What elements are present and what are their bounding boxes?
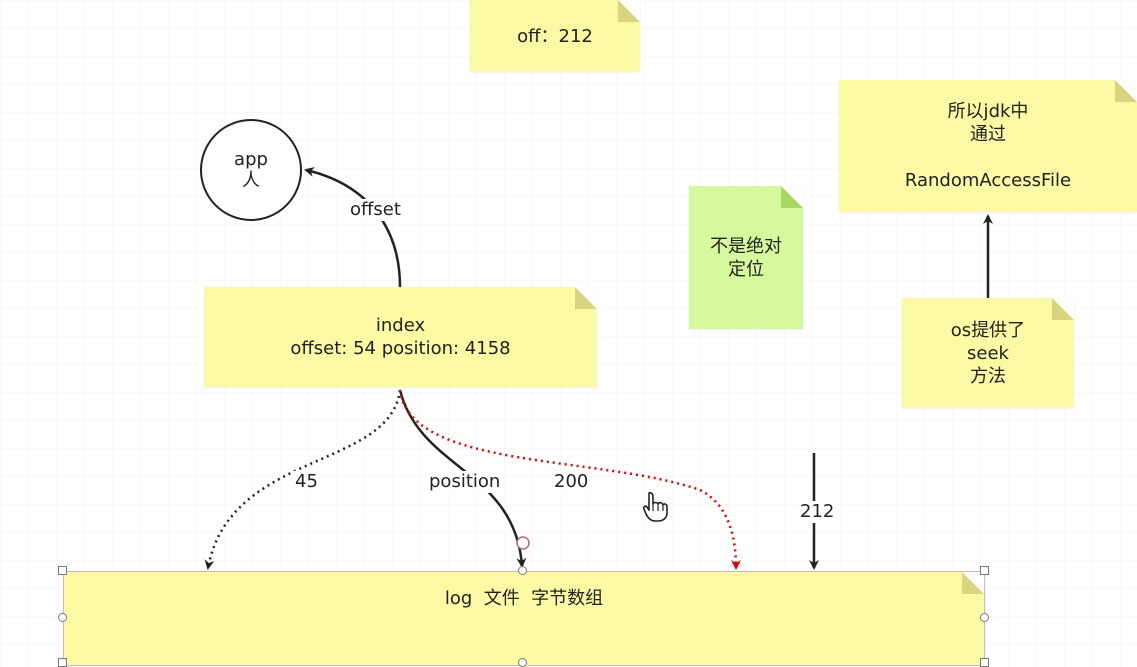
resize-handle-top-right[interactable] [980,566,989,575]
note-text: RandomAccessFile [904,170,1072,191]
note-log[interactable]: log 文件 字节数组 [63,571,985,666]
note-text: 所以jdk中 [947,101,1029,122]
note-relative[interactable]: 不是绝对 定位 [689,186,803,329]
note-index[interactable]: index offset: 54 position: 4158 [204,287,597,387]
connector-anchor[interactable] [516,536,530,550]
note-text: index [375,315,426,336]
app-user-circle[interactable]: app 人 [200,119,302,221]
resize-handle-top-center[interactable] [518,566,527,575]
resize-handle-middle-right[interactable] [980,613,989,622]
note-text: os提供了 [950,319,1026,341]
note-fold-icon [575,287,597,309]
circle-text: 人 [242,170,260,191]
edge-label-offset: offset [347,199,404,221]
note-fold-icon [781,186,803,208]
edge-label-45: 45 [292,471,321,493]
note-text: 定位 [728,258,764,280]
note-seek[interactable]: os提供了 seek 方法 [902,298,1074,408]
note-fold-icon [1115,80,1137,102]
hand-pointer-icon [642,491,668,522]
resize-handle-middle-left[interactable] [58,613,67,622]
note-text: offset: 54 position: 4158 [290,338,511,359]
note-fold-icon [962,572,984,594]
edge-label-212: 212 [797,501,838,523]
note-off[interactable]: off：212 [470,0,640,72]
edge-label-position: position [426,471,504,493]
resize-handle-top-left[interactable] [58,566,67,575]
edge-label-200: 200 [551,471,592,493]
note-text: 不是绝对 [710,235,782,257]
note-text: 方法 [970,365,1006,387]
edge-200[interactable] [398,389,741,570]
note-fold-icon [618,0,640,22]
circle-text: app [234,149,268,170]
note-text: seek [967,342,1009,364]
note-fold-icon [1052,298,1074,320]
note-jdk[interactable]: 所以jdk中 通过 RandomAccessFile [839,80,1137,212]
note-text: off：212 [517,25,593,47]
note-text: 通过 [970,124,1006,145]
edge-offset[interactable] [304,166,402,288]
note-text: log 文件 字节数组 [444,588,604,609]
